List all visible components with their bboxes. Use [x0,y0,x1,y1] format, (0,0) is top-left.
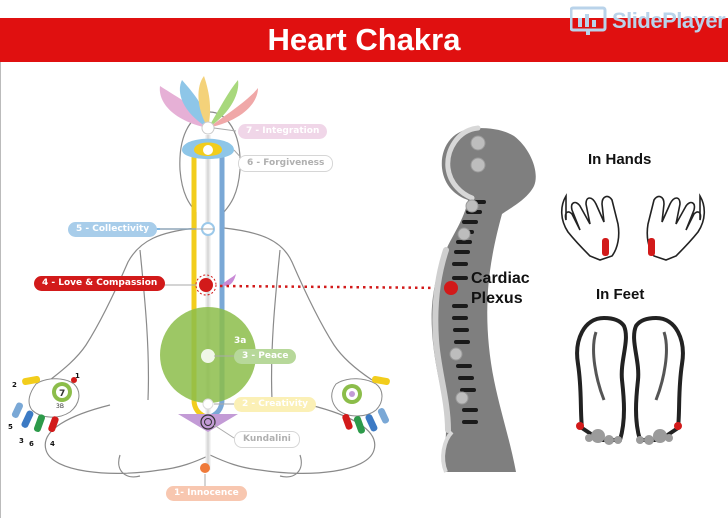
chakra-label-peace: 3 - Peace [234,349,297,364]
finger-number-2: 2 [12,381,17,389]
void-label: 3a [234,336,246,346]
vertebrae [452,200,486,424]
finger-number-5: 5 [8,423,13,431]
heart-chakra-rays [195,274,217,296]
feet-title: In Feet [596,286,644,303]
heart-flame-icon [222,274,236,286]
nabhi-icon [201,349,215,363]
finger-number-4: 4 [50,440,55,448]
hand-heart-finger-right [648,238,655,256]
finger-number-3: 3 [19,437,24,445]
slideplayer-logo-icon [570,6,607,35]
plexus-label: Plexus [471,290,523,307]
finger-number-6: 6 [29,440,34,448]
slideplayer-watermark: SlidePlayer [570,6,726,36]
heart-chakra-icon [199,278,213,292]
chakra-label-innocence: 1- Innocence [166,486,247,501]
page-title: Heart Chakra [267,22,461,57]
spine-silhouette [431,125,536,473]
hands-title: In Hands [588,151,651,168]
left-hand: 7 3B 1 2 3 4 5 6 [8,372,80,448]
chakra-label-integration: 7 - Integration [238,124,328,139]
meditating-figure-outline [44,111,376,478]
foot-point-left [576,422,584,430]
hand-marker-3b: 3B [56,403,64,410]
mooladhara-icon [200,463,210,473]
foot-point-right [674,422,682,430]
plexus-nodes [449,135,486,405]
label-connectors [160,127,245,486]
cardiac-plexus-dot [444,281,458,295]
swadishthan-icon [202,398,214,410]
chakra-label-creativity: 2 - Creativity [234,397,316,412]
hands-illustration [560,193,706,261]
lotus-crown [159,76,258,135]
feet-illustration [575,315,685,445]
finger-number-1: 1 [75,372,80,380]
title-banner [0,18,728,62]
watermark-text: SlidePlayer [612,8,726,33]
chakra-label-collectivity: 5 - Collectivity [68,222,158,237]
cardiac-label: Cardiac [471,270,530,287]
kundalini-coil-icon [200,414,216,430]
hand-heart-finger-left [602,238,609,256]
right-hand [331,375,390,434]
agnya-chakra [182,138,234,159]
slide-border [0,62,1,518]
heart-to-plexus-connector [219,284,449,290]
chakra-label-forgiveness: 6 - Forgiveness [238,155,334,172]
chakra-label-kundalini: Kundalini [234,431,300,448]
chakra-label-love: 4 - Love & Compassion [34,276,166,291]
kundalini-coil-inner [204,418,212,426]
hand-marker-seven: 7 [59,389,65,399]
triangle-icon [178,414,238,432]
